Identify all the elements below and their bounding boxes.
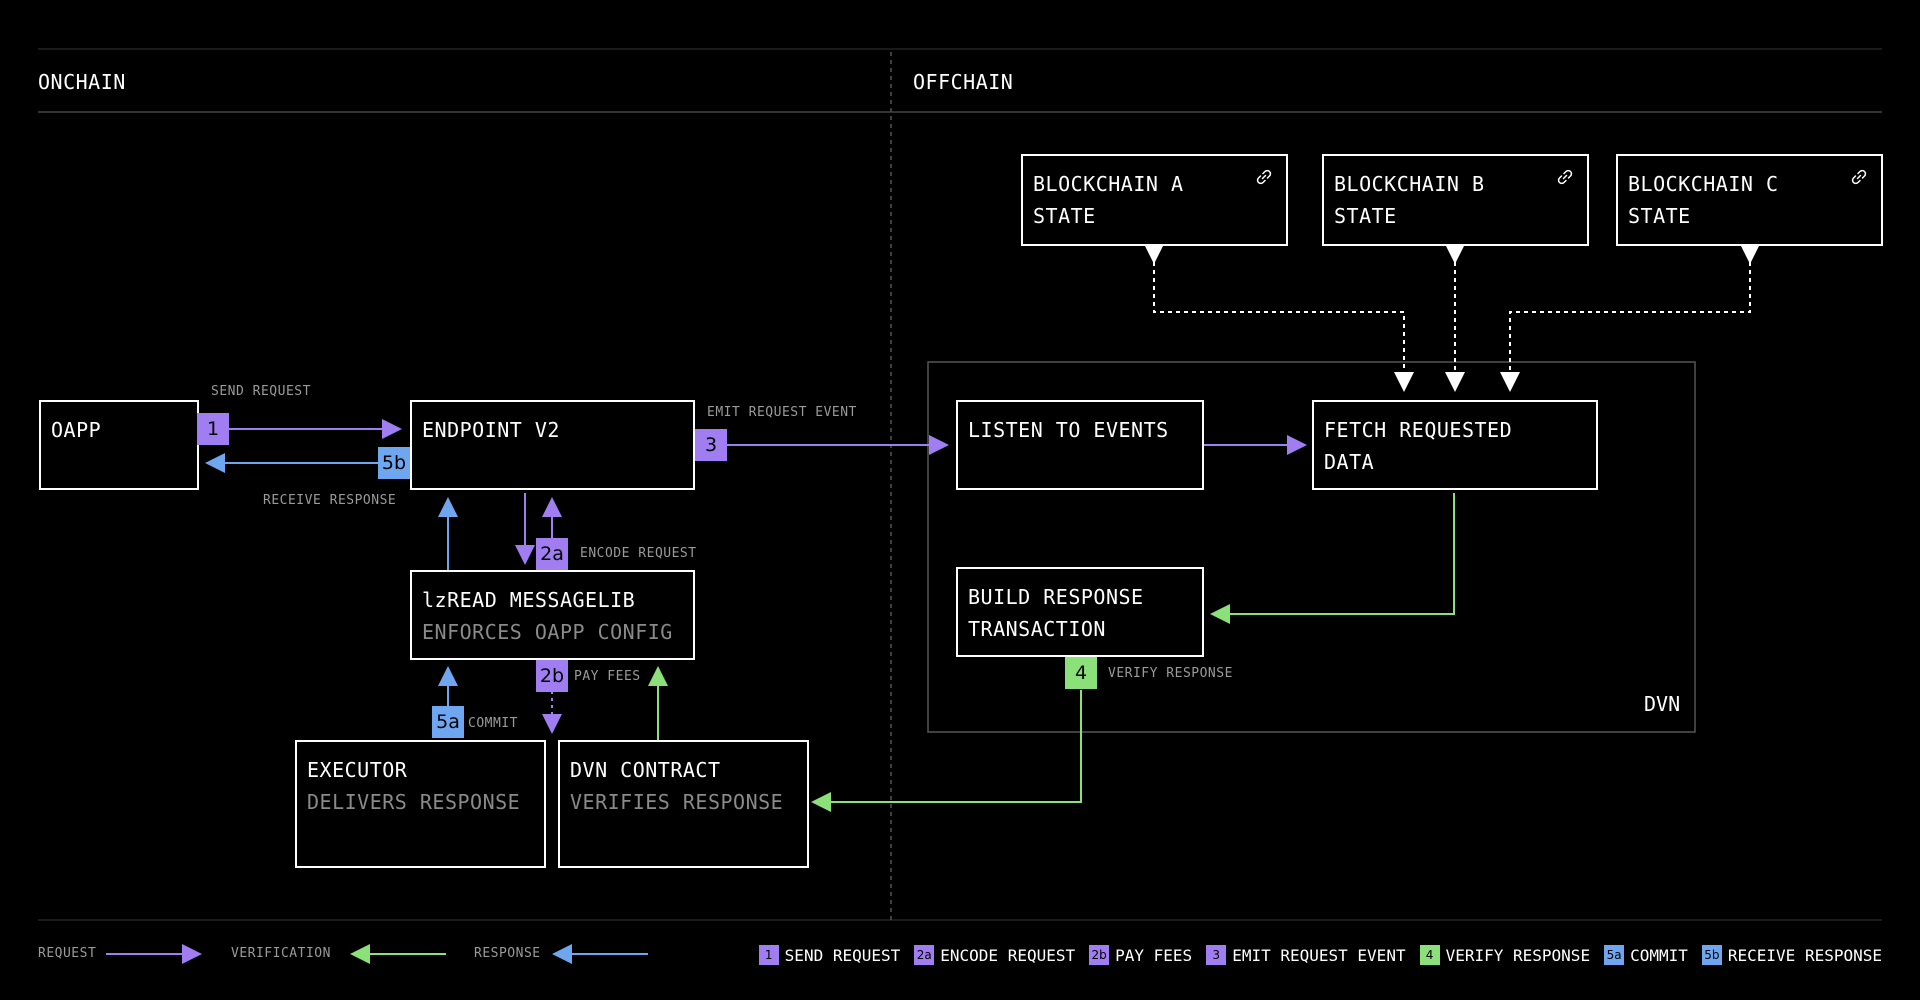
dvn-group-label: DVN bbox=[1644, 692, 1681, 716]
section-offchain: OFFCHAIN bbox=[913, 70, 1014, 94]
dvn-contract-box[interactable]: DVN CONTRACT VERIFIES RESPONSE bbox=[558, 740, 809, 868]
legend-key-badge: 5b bbox=[1701, 945, 1722, 965]
label-commit: COMMIT bbox=[468, 716, 518, 731]
edge-fetch-to-build bbox=[1210, 493, 1455, 624]
legend-response-label: RESPONSE bbox=[474, 946, 541, 961]
endpoint-v2-box[interactable]: ENDPOINT V2 bbox=[410, 400, 695, 490]
oapp-title: OAPP bbox=[51, 418, 102, 442]
listen-title: LISTEN TO EVENTS bbox=[968, 418, 1169, 442]
oapp-box[interactable]: OAPP bbox=[39, 400, 199, 490]
legend-key-badge: 2a bbox=[914, 945, 935, 965]
badge-encode-request: 2a bbox=[536, 538, 568, 570]
legend-key-label: RECEIVE RESPONSE bbox=[1727, 945, 1882, 965]
legend-key-label: VERIFY RESPONSE bbox=[1445, 945, 1591, 965]
section-onchain: ONCHAIN bbox=[38, 70, 126, 94]
label-pay-fees: PAY FEES bbox=[574, 669, 641, 684]
blockchain-a-title: BLOCKCHAIN A bbox=[1033, 172, 1184, 196]
legend-key-badge: 3 bbox=[1206, 945, 1227, 965]
legend-key-label: COMMIT bbox=[1630, 945, 1688, 965]
edge-chain-a bbox=[1144, 244, 1414, 392]
dvn-contract-subtitle: VERIFIES RESPONSE bbox=[570, 790, 784, 814]
edge-chain-c bbox=[1500, 244, 1760, 392]
legend-key-badge: 5a bbox=[1604, 945, 1625, 965]
label-emit-request-event: EMIT REQUEST EVENT bbox=[707, 405, 857, 420]
dvn-contract-title: DVN CONTRACT bbox=[570, 758, 721, 782]
blockchain-b-box[interactable]: BLOCKCHAIN B STATE bbox=[1322, 154, 1589, 246]
badge-verify-response: 4 bbox=[1065, 657, 1097, 689]
badge-emit-request-event: 3 bbox=[695, 429, 727, 461]
fetch-title2: DATA bbox=[1324, 450, 1375, 474]
link-icon bbox=[1557, 169, 1573, 185]
messagelib-title: lzREAD MESSAGELIB bbox=[422, 588, 636, 612]
fetch-title: FETCH REQUESTED bbox=[1324, 418, 1513, 442]
label-encode-request: ENCODE REQUEST bbox=[580, 546, 697, 561]
legend-verification-label: VERIFICATION bbox=[231, 946, 331, 961]
fetch-requested-data-box[interactable]: FETCH REQUESTED DATA bbox=[1312, 400, 1598, 490]
messagelib-subtitle: ENFORCES OAPP CONFIG bbox=[422, 620, 673, 644]
executor-subtitle: DELIVERS RESPONSE bbox=[307, 790, 521, 814]
link-icon bbox=[1851, 169, 1867, 185]
build-title: BUILD RESPONSE bbox=[968, 585, 1144, 609]
link-icon bbox=[1256, 169, 1272, 185]
blockchain-c-title: BLOCKCHAIN C bbox=[1628, 172, 1779, 196]
executor-title: EXECUTOR bbox=[307, 758, 408, 782]
build-title2: TRANSACTION bbox=[968, 617, 1106, 641]
blockchain-a-title2: STATE bbox=[1033, 204, 1096, 228]
blockchain-c-title2: STATE bbox=[1628, 204, 1691, 228]
label-verify-response: VERIFY RESPONSE bbox=[1108, 666, 1233, 681]
legend-key-badge: 4 bbox=[1419, 945, 1440, 965]
legend-key-label: ENCODE REQUEST bbox=[940, 945, 1076, 965]
legend-request-label: REQUEST bbox=[38, 946, 97, 961]
badge-receive-response: 5b bbox=[378, 447, 410, 479]
executor-box[interactable]: EXECUTOR DELIVERS RESPONSE bbox=[295, 740, 546, 868]
legend-key-badge: 2b bbox=[1089, 945, 1110, 965]
legend-key-label: SEND REQUEST bbox=[784, 945, 901, 965]
badge-pay-fees: 2b bbox=[536, 660, 568, 692]
blockchain-b-title: BLOCKCHAIN B bbox=[1334, 172, 1485, 196]
label-receive-response: RECEIVE RESPONSE bbox=[263, 493, 397, 508]
edge-verify-response bbox=[811, 690, 1082, 812]
blockchain-b-title2: STATE bbox=[1334, 204, 1397, 228]
legend-key-label: EMIT REQUEST EVENT bbox=[1232, 945, 1406, 965]
legend-key-label: PAY FEES bbox=[1115, 945, 1193, 965]
endpoint-title: ENDPOINT V2 bbox=[422, 418, 560, 442]
blockchain-a-box[interactable]: BLOCKCHAIN A STATE bbox=[1021, 154, 1288, 246]
build-response-box[interactable]: BUILD RESPONSE TRANSACTION bbox=[956, 567, 1204, 657]
legend-key-badge: 1 bbox=[758, 945, 779, 965]
label-send-request: SEND REQUEST bbox=[211, 384, 311, 399]
messagelib-box[interactable]: lzREAD MESSAGELIB ENFORCES OAPP CONFIG bbox=[410, 570, 695, 660]
listen-to-events-box[interactable]: LISTEN TO EVENTS bbox=[956, 400, 1204, 490]
badge-commit: 5a bbox=[432, 706, 464, 738]
badge-send-request: 1 bbox=[197, 413, 229, 445]
blockchain-c-box[interactable]: BLOCKCHAIN C STATE bbox=[1616, 154, 1883, 246]
